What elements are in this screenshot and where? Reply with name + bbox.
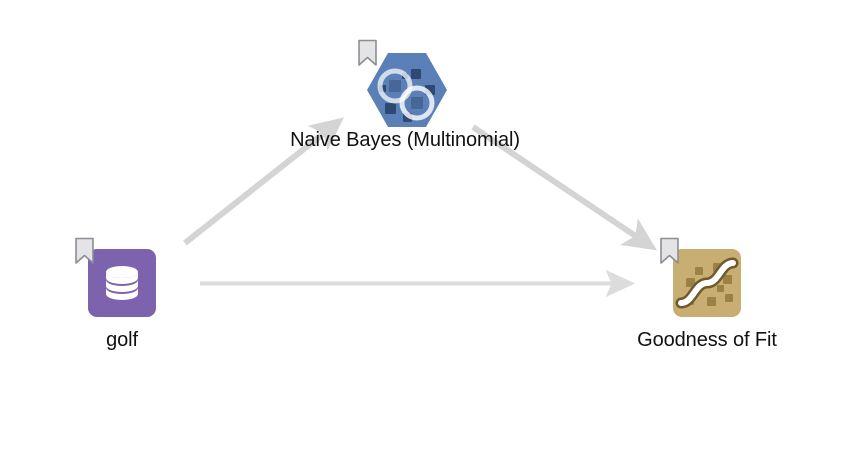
node-goodness-of-fit-label: Goodness of Fit xyxy=(637,329,777,351)
scatter-curve-icon[interactable] xyxy=(673,249,741,317)
database-icon[interactable] xyxy=(88,249,156,317)
node-golf-label: golf xyxy=(106,329,138,351)
node-naive-bayes-label: Naive Bayes (Multinomial) xyxy=(290,129,520,151)
naive-bayes-hexagon-icon[interactable] xyxy=(365,51,449,129)
node-naive-bayes-icon-wrap[interactable] xyxy=(358,39,447,127)
bookmark-icon[interactable] xyxy=(357,39,378,67)
scatter-curve-glyph xyxy=(675,257,739,309)
bookmark-icon[interactable] xyxy=(74,237,95,265)
node-golf-icon-wrap[interactable] xyxy=(75,237,162,323)
database-cylinder-glyph xyxy=(106,266,138,300)
node-goodness-of-fit-icon-wrap[interactable] xyxy=(660,237,747,323)
bookmark-icon[interactable] xyxy=(659,237,680,265)
